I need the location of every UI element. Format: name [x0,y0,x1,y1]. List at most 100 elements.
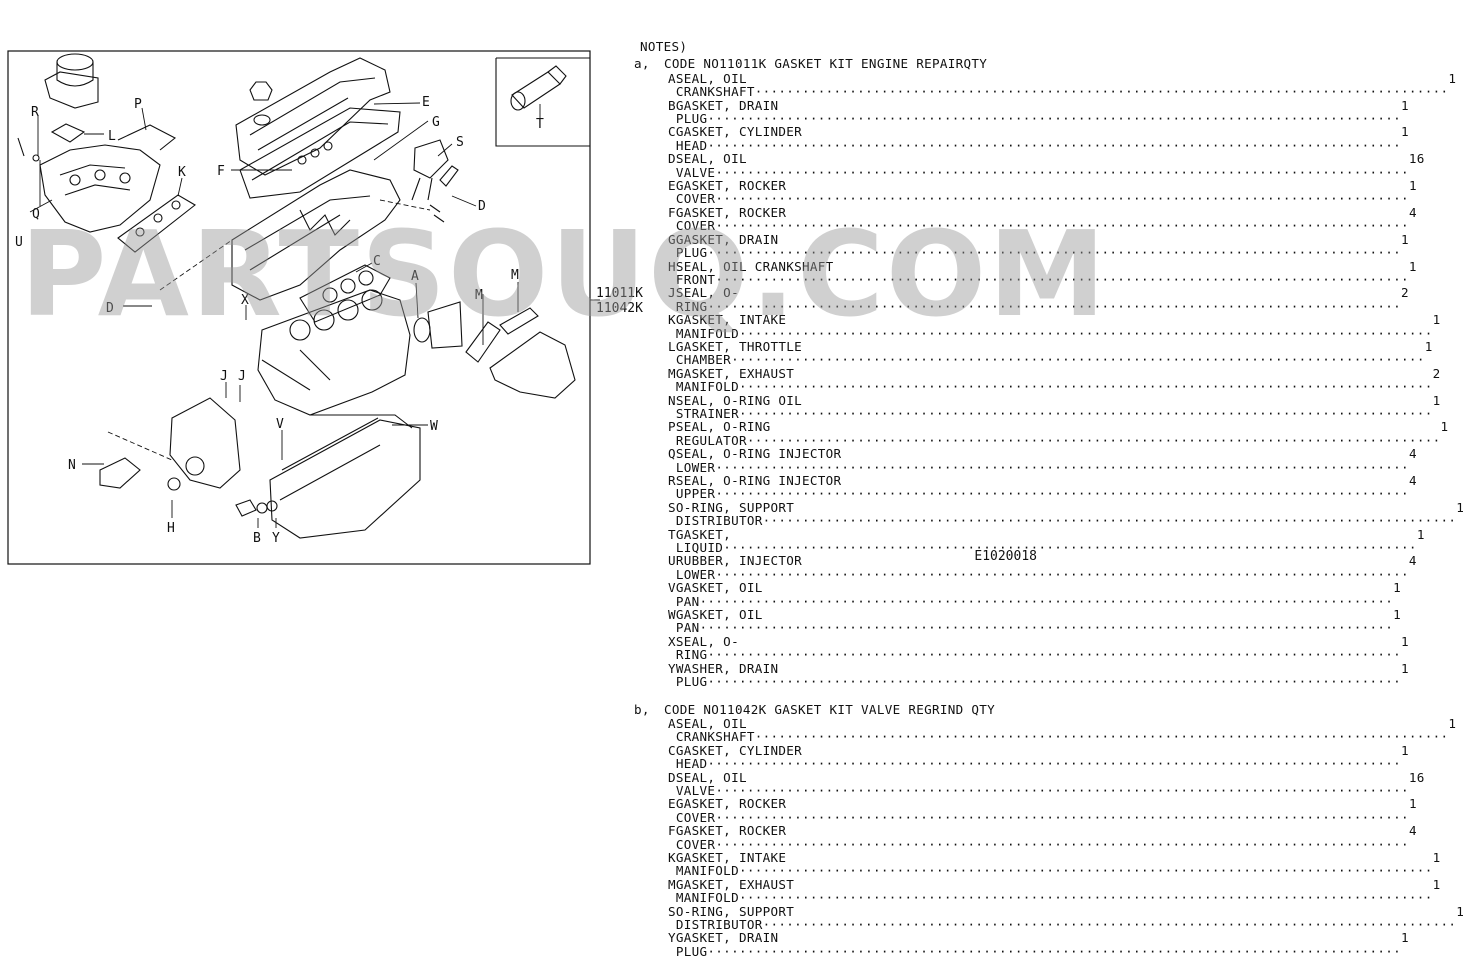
callout-J-left: J [220,369,228,384]
throttle-chamber-gasket [50,123,86,143]
item-code: W [668,607,676,623]
item-code: R [668,473,676,488]
item-quantity: 1 [1408,178,1417,194]
item-quantity: 1 [1401,742,1409,758]
callout-W: W [430,419,438,434]
drawing-number: E1020018 [974,549,1037,564]
kit-heading-text: CODE NO11042K GASKET KIT VALVE REGRIND Q… [664,701,996,717]
item-code: A [668,70,676,86]
item-code: X [668,633,676,649]
item-code: Q [668,446,676,462]
item-quantity: 1 [1401,660,1409,676]
callout-P: P [134,97,142,112]
callout-T: T [536,117,544,132]
cylinder-head [231,169,401,301]
callout-U: U [15,235,23,250]
item-description: GASKET, ROCKER COVER [676,179,1409,206]
item-description: O-RING, SUPPORT DISTRIBUTOR [676,904,1456,932]
item-description: GASKET, ROCKER COVER [676,206,1409,233]
notes-title: NOTES) [640,39,688,54]
item-quantity: 1 [1432,312,1441,328]
item-description: SEAL, O-RING INJECTOR LOWER [676,447,1409,474]
drain-plug [235,499,257,517]
item-quantity: 1 [1432,876,1441,892]
kit-prefix: a, [634,56,650,72]
oil-filler-cap [249,81,273,126]
item-code: K [668,849,676,865]
item-code: Y [668,930,676,946]
diagram-frame [7,50,591,565]
callout-M-upper: M [511,268,519,283]
callout-J-right: J [238,369,246,384]
item-description: GASKET, EXHAUST MANIFOLD [676,878,1433,905]
item-quantity: 1 [1440,419,1449,435]
kit-callout-11042K: 11042K [596,301,643,316]
item-code: G [668,231,676,247]
cylinder-head-gasket [299,264,391,323]
item-code: M [668,876,676,892]
kit-heading-text: CODE NO11011K GASKET KIT ENGINE REPAIRQT… [664,56,988,72]
item-quantity: 16 [1408,769,1425,785]
item-quantity: 1 [1401,231,1409,247]
item-quantity: 1 [1448,70,1457,86]
callout-H: H [167,521,175,536]
callout-Y: Y [272,531,280,546]
item-description: GASKET, CYLINDER HEAD [676,744,1401,771]
distributor [411,139,449,201]
kit-prefix: b, [634,701,650,717]
item-code: K [668,312,676,328]
item-quantity: 1 [1401,633,1409,649]
item-quantity: 1 [1424,338,1433,354]
item-description: SEAL, O-RING INJECTOR UPPER [676,474,1409,501]
item-code: H [668,258,676,274]
item-code: C [668,124,676,140]
item-code: B [668,97,676,113]
rocker-cover-gasket [239,107,401,199]
callout-N: N [68,458,76,473]
kit-item-row: SO-RING, SUPPORT DISTRIBUTOR1 [628,904,1464,932]
kit-heading: b, CODE NO11042K GASKET KIT VALVE REGRIND… [628,701,1040,717]
item-quantity: 1 [1448,715,1457,731]
item-description: SEAL, O-RING [676,286,1401,313]
callout-E: E [422,95,430,110]
kit-item-row: SO-RING, SUPPORT DISTRIBUTOR1 [628,501,1464,528]
callout-A: A [411,269,419,284]
item-quantity: 1 [1401,124,1409,140]
item-code: P [668,419,676,435]
item-code: N [668,392,676,408]
item-description: GASKET, DRAIN PLUG [676,98,1401,126]
callout-R: R [31,105,39,120]
item-code: C [668,742,676,758]
item-quantity: 16 [1408,151,1425,167]
item-description: GASKET, DRAIN PLUG [676,233,1401,260]
exploded-parts-diagram: R P L Q U K F E G S D D C A M M X J J N … [7,50,643,565]
cylinder-block [257,289,411,416]
item-description: SEAL, O-RING OIL STRAINER [676,393,1433,421]
front-cover [169,397,241,489]
item-quantity: 1 [1401,930,1409,946]
item-description: GASKET, INTAKE MANIFOLD [676,851,1433,878]
item-description: GASKET, EXHAUST MANIFOLD [676,367,1433,394]
item-code: E [668,178,676,194]
item-quantity: 1 [1401,97,1409,113]
item-quantity: 4 [1408,204,1417,220]
oil-pan [269,417,421,539]
callout-C: C [373,254,381,269]
